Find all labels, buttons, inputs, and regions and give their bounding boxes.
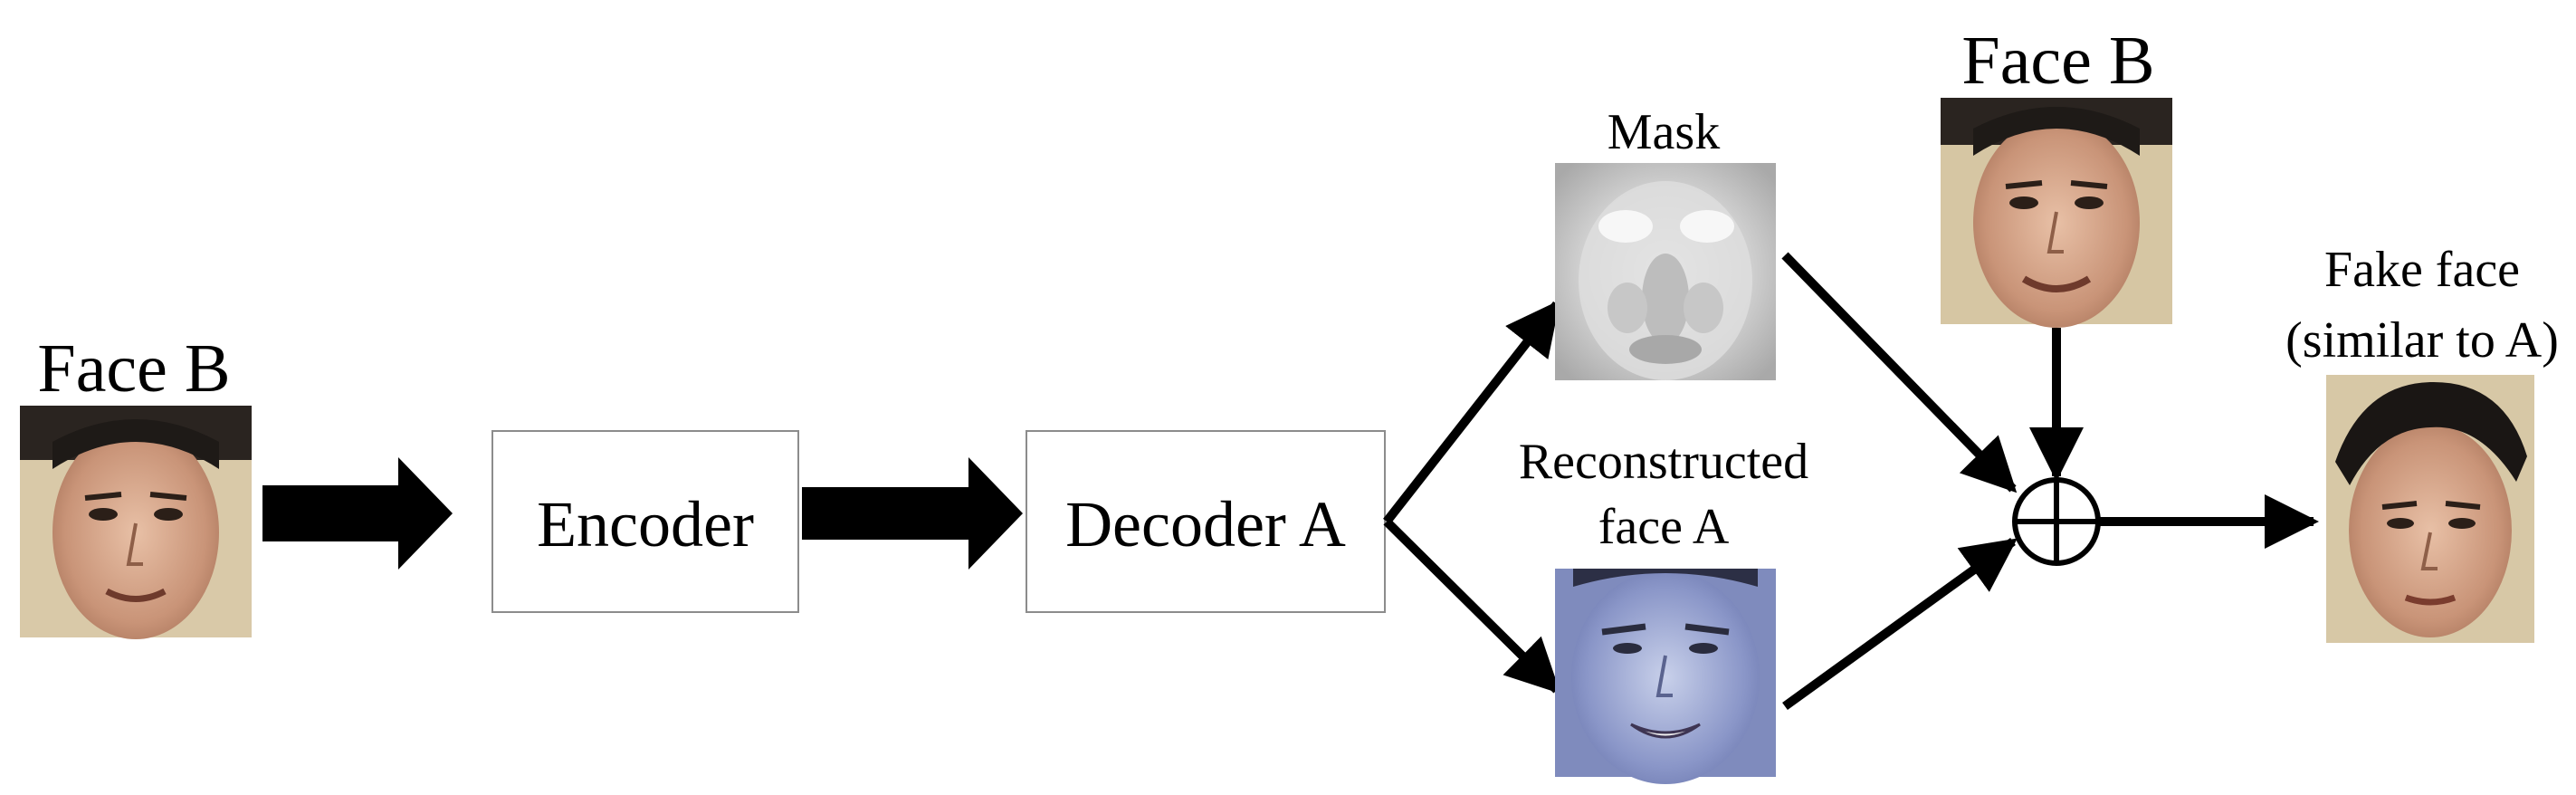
decoder-to-mask-arrow: [1383, 300, 1560, 525]
fake-face-label-line2: (similar to A): [2285, 312, 2559, 369]
fake-face-label-line1: Fake face: [2324, 242, 2520, 298]
combine-plus-icon: [2012, 477, 2101, 566]
mask-to-combine-arrow: [1781, 252, 2018, 493]
reconstructed-face-image: [1555, 569, 1776, 784]
mask-label: Mask: [1608, 104, 1720, 160]
reconstructed-to-combine-arrow: [1782, 537, 2018, 711]
face-b-top-image: [1941, 98, 2172, 328]
encoder-to-decoder-arrow: [802, 457, 1023, 570]
mask-image: [1555, 163, 1776, 380]
decoder-a-label: Decoder A: [1065, 488, 1346, 560]
face-b-input-label: Face B: [37, 330, 230, 407]
reconstructed-label-line2: face A: [1598, 499, 1730, 555]
decoder-to-reconstructed-arrow: [1383, 518, 1561, 694]
reconstructed-label-line1: Reconstructed: [1519, 434, 1808, 490]
decoder-a-box: [1026, 430, 1386, 613]
fake-face-image: [2326, 375, 2534, 643]
encoder-box: [491, 430, 799, 613]
face-b-top-label: Face B: [1961, 23, 2154, 99]
encoder-label: Encoder: [537, 488, 754, 560]
face-b-input-image: [20, 406, 252, 639]
input-to-encoder-arrow: [262, 457, 453, 570]
